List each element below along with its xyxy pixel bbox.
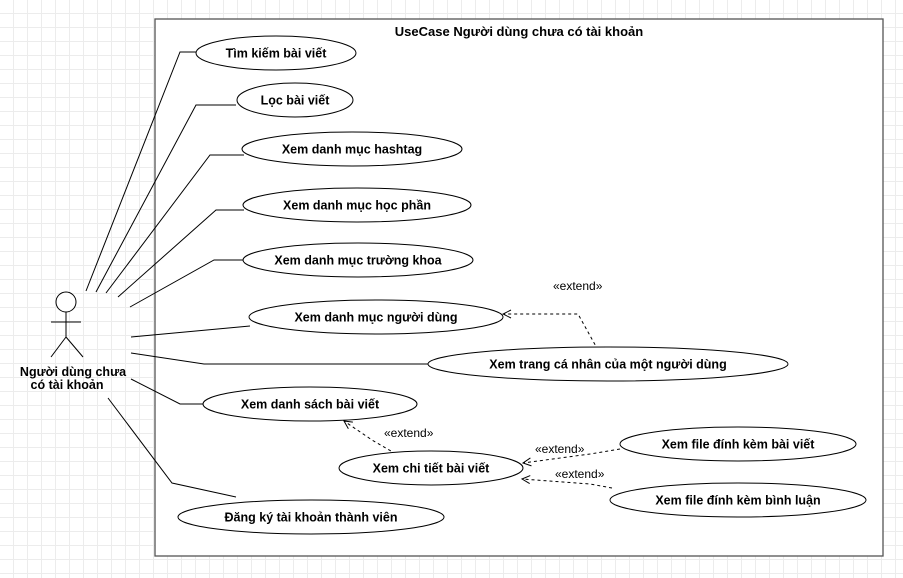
usecase-post-file[interactable]: Xem file đính kèm bài viết	[619, 426, 857, 462]
assoc-posts	[130, 378, 205, 405]
extend-dependencies	[344, 314, 621, 489]
usecase-label: Xem danh mục người dùng	[294, 311, 457, 325]
usecase-posts[interactable]: Xem danh sách bài viết	[202, 386, 418, 422]
assoc-hashtag	[105, 154, 244, 294]
extend-label-detail: «extend»	[384, 426, 434, 440]
usecase-label: Lọc bài viết	[261, 94, 331, 108]
assoc-faculty	[129, 259, 244, 308]
actor-leg-right	[65, 336, 84, 358]
usecase-register[interactable]: Đăng ký tài khoản thành viên	[177, 499, 445, 535]
usecase-label: Xem danh mục trường khoa	[274, 254, 442, 268]
usecase-filter[interactable]: Lọc bài viết	[236, 82, 354, 118]
assoc-course	[117, 209, 244, 298]
assoc-profile	[130, 352, 430, 365]
extend-detail-to-posts	[344, 421, 397, 455]
associations	[85, 51, 430, 498]
usecase-label: Xem chi tiết bài viết	[373, 462, 491, 476]
extend-label-post-file: «extend»	[535, 442, 585, 456]
assoc-register	[107, 397, 237, 498]
usecase-label: Xem danh sách bài viết	[241, 398, 380, 412]
usecase-search[interactable]: Tìm kiếm bài viết	[195, 35, 357, 71]
usecase-label: Xem file đính kèm bình luận	[655, 494, 820, 508]
actor-label-line2: có tài khoản	[31, 378, 104, 392]
usecase-label: Xem file đính kèm bài viết	[662, 438, 816, 452]
usecase-comment-file[interactable]: Xem file đính kèm bình luận	[609, 482, 867, 518]
usecase-faculty[interactable]: Xem danh mục trường khoa	[242, 242, 474, 278]
actor-head	[55, 291, 77, 313]
usecase-label: Xem danh mục hashtag	[282, 143, 422, 157]
actor[interactable]	[50, 291, 84, 358]
usecase-profile[interactable]: Xem trang cá nhân của một người dùng	[427, 346, 789, 382]
usecase-hashtag[interactable]: Xem danh mục hashtag	[241, 131, 463, 167]
usecase-post-detail[interactable]: Xem chi tiết bài viết	[338, 450, 524, 486]
system-title: UseCase Người dùng chưa có tài khoản	[395, 24, 643, 39]
actor-leg-left	[50, 336, 67, 358]
extend-label-comment-file: «extend»	[555, 467, 605, 481]
assoc-search	[85, 51, 198, 292]
usecase-label: Xem trang cá nhân của một người dùng	[489, 358, 726, 372]
usecase-users[interactable]: Xem danh mục người dùng	[248, 299, 504, 335]
assoc-filter	[95, 104, 236, 293]
extend-commentfile-to-detail	[522, 479, 613, 489]
usecase-label: Đăng ký tài khoản thành viên	[225, 511, 398, 525]
assoc-users	[130, 325, 251, 338]
extend-profile-to-users	[503, 314, 599, 351]
usecase-label: Tìm kiếm bài viết	[226, 47, 328, 61]
extend-postfile-to-detail	[523, 448, 621, 463]
usecase-course[interactable]: Xem danh mục học phần	[242, 187, 472, 223]
extend-label-profile: «extend»	[553, 279, 603, 293]
actor-label-line1: Người dùng chưa	[20, 365, 127, 379]
usecase-label: Xem danh mục học phần	[283, 199, 431, 213]
